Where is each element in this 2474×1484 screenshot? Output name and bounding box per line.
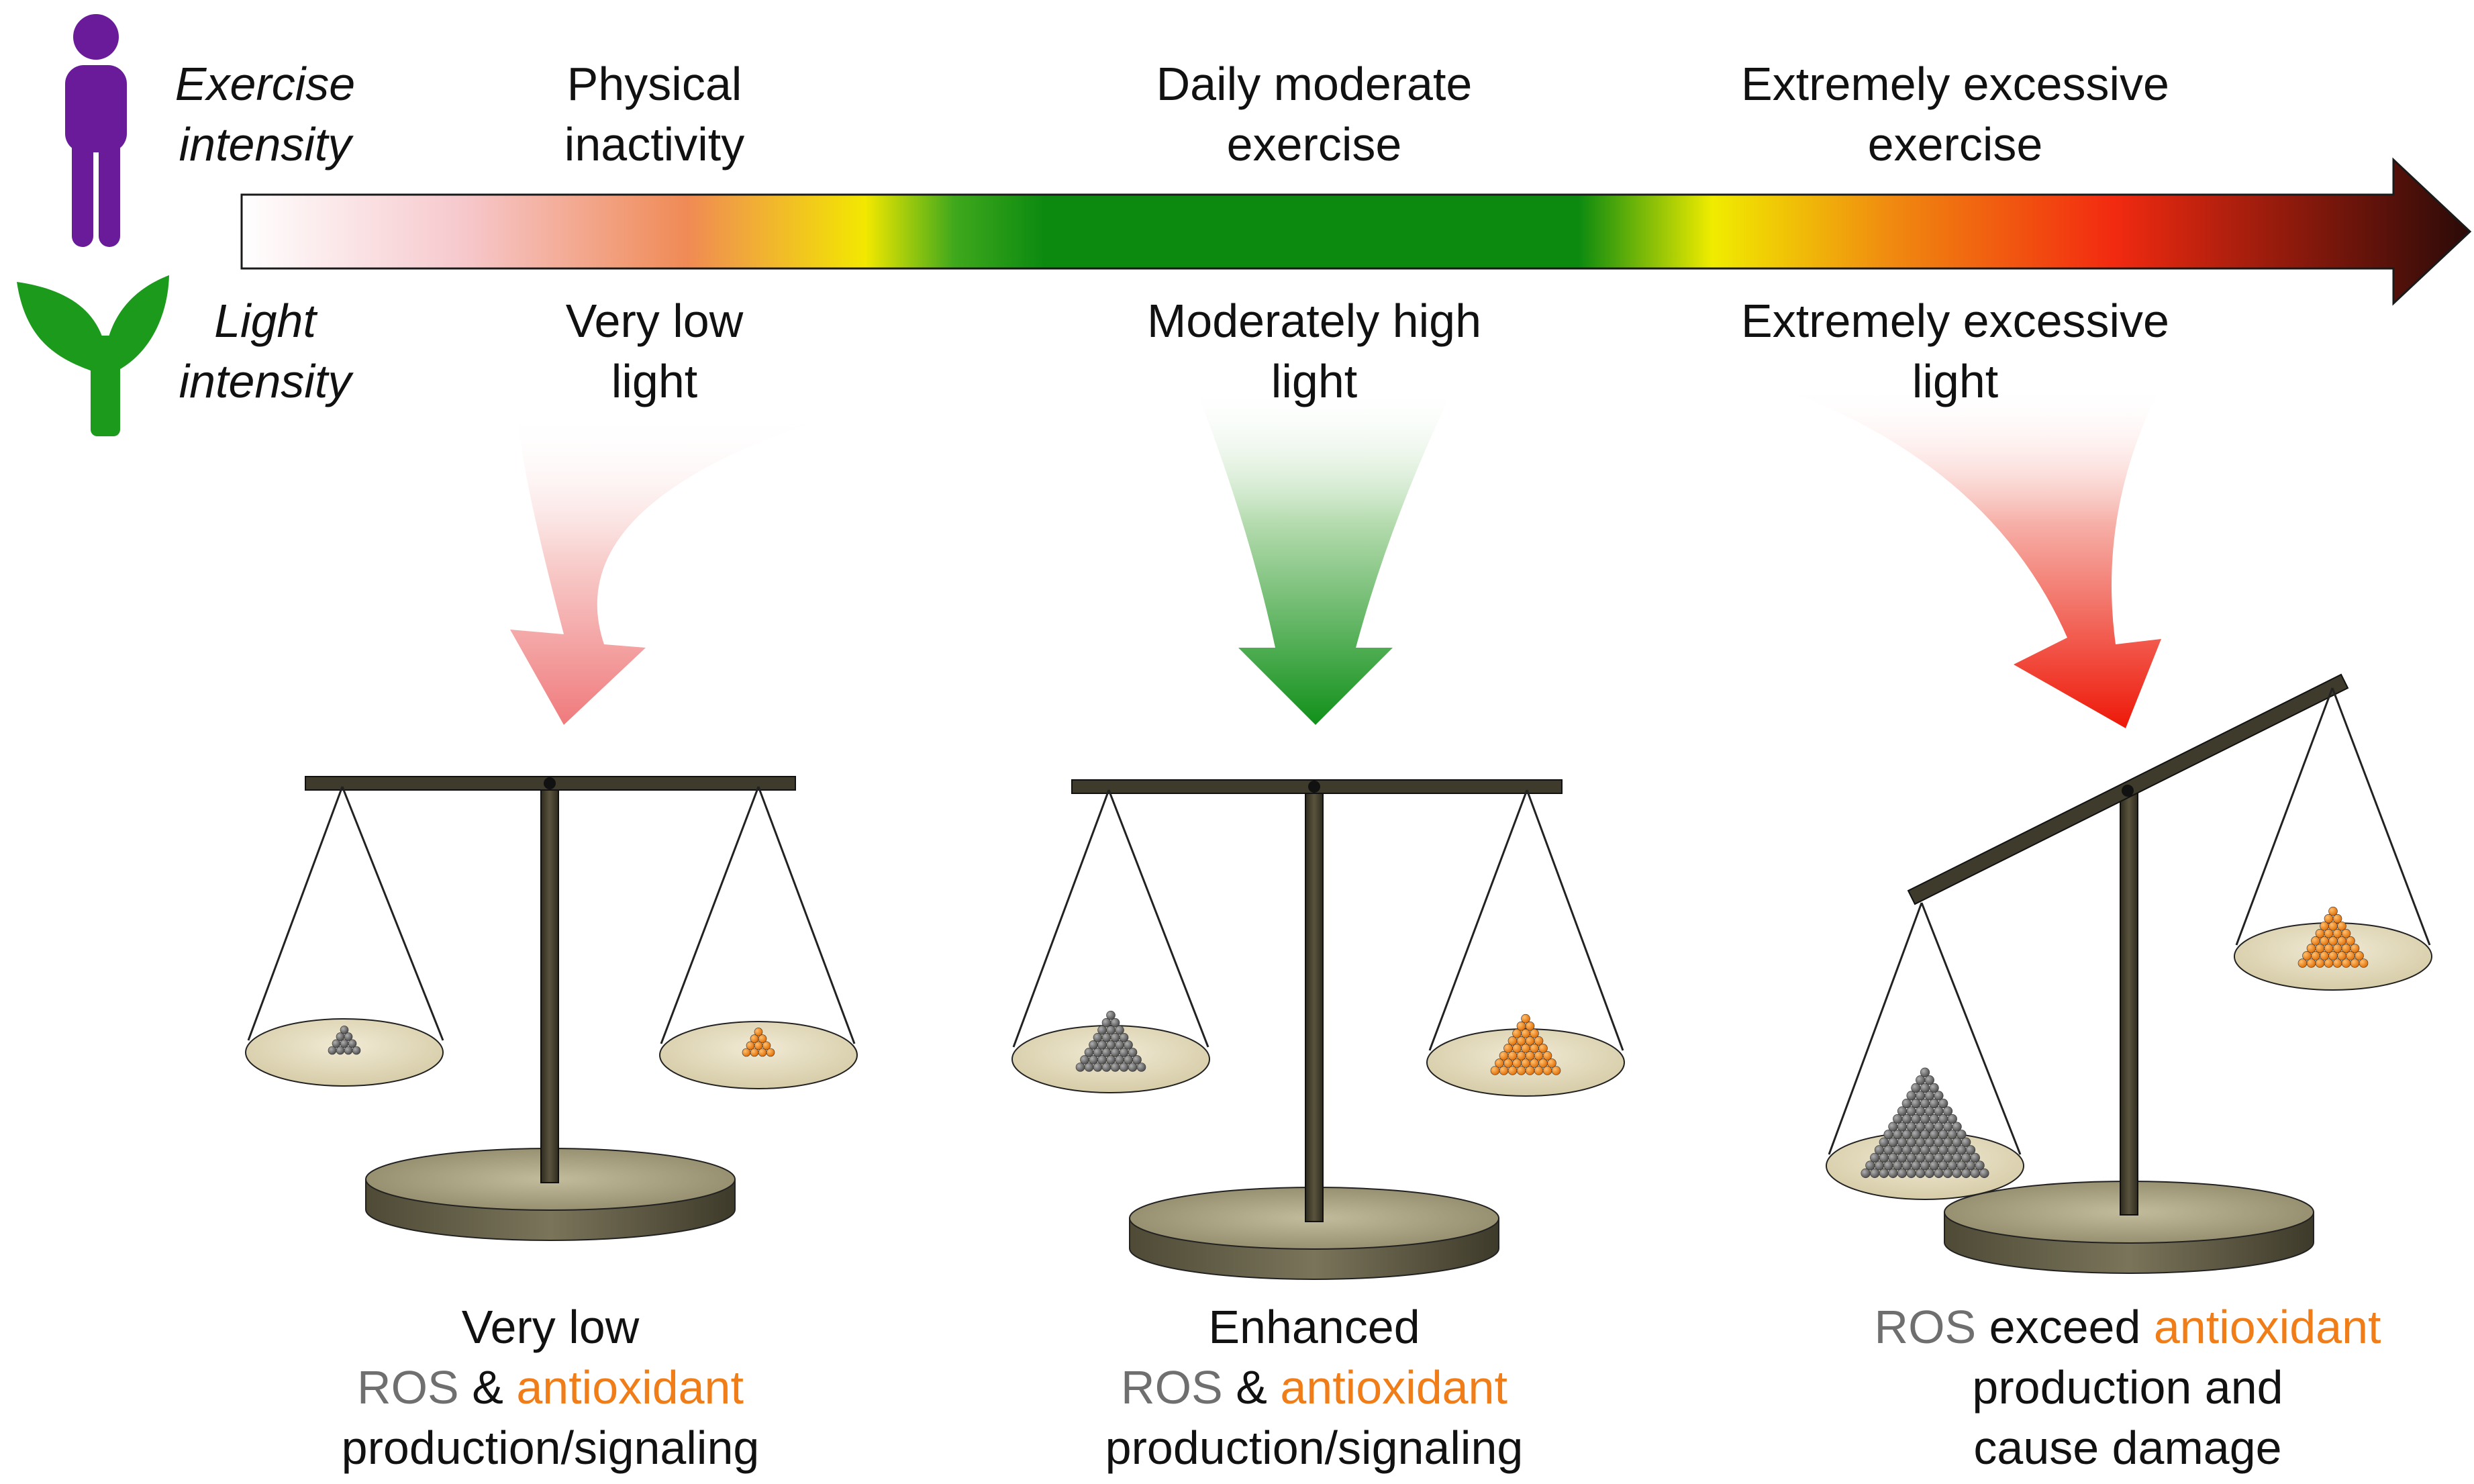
pile-ball — [1106, 1010, 1116, 1020]
light-label-line2: intensity — [179, 355, 352, 407]
pile-ball — [1920, 1067, 1930, 1077]
pile-ball — [1970, 1152, 1980, 1163]
ros-term: ROS — [357, 1361, 459, 1414]
pile-ball — [352, 1046, 361, 1055]
pile-ball — [1547, 1058, 1556, 1068]
pile-ball — [1530, 1028, 1539, 1038]
antioxidant-term: antioxidant — [1280, 1361, 1507, 1414]
pile-ball — [1136, 1062, 1146, 1072]
ros-pile-1 — [328, 1026, 361, 1055]
pile-ball — [762, 1041, 771, 1050]
pile-ball — [766, 1048, 775, 1057]
pile-ball — [754, 1028, 763, 1036]
light-label-line1: Light — [214, 295, 316, 347]
pile-ball — [1975, 1160, 1985, 1171]
exercise-intensity-label: Exercise intensity — [128, 54, 403, 175]
pile-ball — [1521, 1013, 1530, 1024]
antioxidant-term: antioxidant — [2153, 1301, 2381, 1353]
scale-imbalanced — [1826, 673, 2432, 1274]
light-stage-2-label: Moderately high light — [1146, 295, 1482, 407]
pile-ball — [1128, 1048, 1138, 1057]
ros-pile-2 — [1075, 1010, 1146, 1072]
pile-ball — [340, 1026, 349, 1034]
pile-ball — [2328, 906, 2338, 916]
pile-ball — [758, 1034, 767, 1043]
pile-ball — [1947, 1114, 1957, 1124]
pile-ball — [1929, 1083, 1939, 1093]
pile-ball — [1132, 1055, 1142, 1065]
intensity-arrow — [240, 157, 2472, 306]
pile-ball — [2355, 951, 2364, 960]
exercise-label-line2: intensity — [179, 118, 352, 170]
pile-ball — [1534, 1036, 1544, 1046]
pile-ball — [1942, 1106, 1953, 1116]
ros-term: ROS — [1121, 1361, 1223, 1414]
pile-ball — [1979, 1168, 1989, 1179]
caption-stage-3: ROS exceed antioxidant production and ca… — [1874, 1301, 2381, 1474]
pile-ball — [1961, 1137, 1971, 1147]
sprout-icon — [17, 275, 169, 436]
pile-ball — [1115, 1025, 1124, 1035]
pile-ball — [1965, 1145, 1976, 1155]
pile-ball — [2341, 929, 2351, 938]
pile-ball — [1934, 1091, 1944, 1101]
pile-ball — [2359, 958, 2369, 968]
light-intensity-label: Light intensity — [128, 291, 403, 411]
pile-ball — [1538, 1044, 1548, 1053]
pile-ball — [1957, 1130, 1967, 1140]
pile-ball — [2350, 944, 2360, 953]
arrow-moderate — [1195, 386, 1450, 725]
pile-ball — [2337, 921, 2346, 931]
pile-ball — [2346, 936, 2355, 946]
antioxidant-term: antioxidant — [516, 1361, 744, 1414]
arrow-excessive — [1792, 386, 2161, 728]
exercise-label-line1: Exercise — [175, 58, 356, 110]
antioxidant-pile-2 — [1490, 1013, 1561, 1075]
person-icon — [65, 14, 127, 247]
pile-ball — [1952, 1122, 1962, 1132]
scale-very-low — [245, 776, 858, 1241]
scale-enhanced — [1011, 779, 1625, 1280]
antioxidant-pile-1 — [742, 1028, 775, 1057]
exercise-stage-2-label: Daily moderate exercise — [1156, 58, 1473, 170]
exercise-stage-3-label: Extremely excessive exercise — [1741, 58, 2169, 170]
arrow-low — [510, 413, 832, 725]
pile-ball — [1924, 1075, 1934, 1085]
pile-ball — [1551, 1066, 1561, 1075]
pile-ball — [1124, 1040, 1133, 1050]
light-stage-1-label: Very low light — [565, 295, 744, 407]
pile-ball — [1542, 1051, 1552, 1060]
caption-stage-2: Enhanced ROS & antioxidant production/si… — [1105, 1301, 1524, 1474]
exercise-stage-1-label: Physical inactivity — [564, 58, 745, 170]
ros-pile-3 — [1861, 1067, 1989, 1179]
pile-ball — [1110, 1018, 1120, 1028]
pile-ball — [2332, 913, 2342, 924]
caption-stage-1: Very low ROS & antioxidant production/si… — [341, 1301, 760, 1474]
pile-ball — [1525, 1021, 1535, 1031]
pile-ball — [344, 1032, 353, 1041]
pile-ball — [348, 1039, 357, 1048]
pile-ball — [1119, 1033, 1129, 1042]
antioxidant-pile-3 — [2297, 906, 2369, 968]
light-stage-3-label: Extremely excessive light — [1741, 295, 2169, 407]
pile-ball — [1938, 1098, 1948, 1109]
ros-term: ROS — [1874, 1301, 1977, 1353]
